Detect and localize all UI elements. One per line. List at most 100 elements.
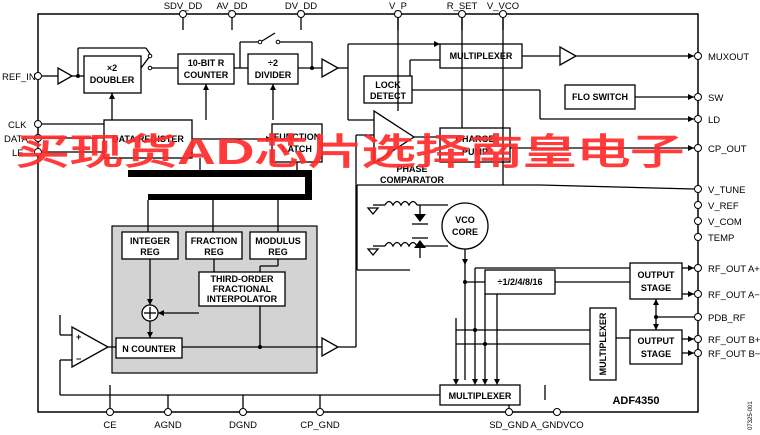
pin-temp: TEMP [708,233,734,244]
phase-comparator-label-2: COMPARATOR [380,175,444,185]
pin-muxout: MUXOUT [708,52,749,63]
pin-rfouta-minus: RF_OUT A− [708,290,760,301]
modulus-reg-label-2: REG [268,247,288,257]
part-number: ADF4350 [612,395,659,407]
vco-core-label-1: VCO [455,215,475,225]
pin-sw: SW [708,93,723,104]
fraction-reg-label-2: REG [204,247,224,257]
data-register-block [103,119,193,159]
pin-rfouta-plus: RF_OUT A+ [708,264,760,275]
watermark-text: 买现货AD芯片选择南皇电子 [16,131,684,172]
figure-code: 07325-001 [748,401,754,430]
charge-pump-label-1: CHARGE [455,134,494,144]
pin-dgnd: DGND [229,420,257,431]
divider-label-2: DIVIDER [255,70,292,80]
fraction-reg-block [185,231,243,260]
lock-detect-label-2: DETECT [370,91,407,101]
modulus-reg-block [249,231,307,260]
r-counter-label-1: 10-BIT R [188,58,225,68]
pin-dvdd: DV_DD [285,1,317,12]
output-stage-b-label-1: OUTPUT [638,336,676,346]
pin-rfoutb-minus: RF_OUT B− [708,349,760,360]
pin-refin: REF_IN [2,72,36,83]
phase-comparator [373,109,416,165]
n-counter-block [115,337,183,359]
right-pins [694,52,702,357]
output-stage-a-label-2: STAGE [641,283,671,293]
pin-vref: V_REF [708,201,739,212]
flo-switch-block [564,84,636,110]
output-stage-b-block [629,329,683,365]
amp-plus-sign: + [76,332,81,342]
pin-pdbrf: PDB_RF [708,313,746,324]
pin-rfoutb-plus: RF_OUT B+ [708,335,760,346]
muxout-buffer [559,45,578,67]
multiplexer-top-block [439,43,523,69]
amp-minus-sign: − [76,354,81,364]
data-register-label: DATA REGISTER [112,134,184,144]
pin-sdvdd: SDV_DD [164,1,203,12]
pin-ld: LD [708,115,720,126]
bottom-pins [106,408,561,416]
pin-clk: CLK [8,120,27,131]
divider-label-1: ÷2 [268,58,278,68]
interpolator-label-1: THIRD-ORDER [211,274,274,284]
modulus-reg-label-1: MODULUS [255,236,301,246]
ref-out-buffer [321,57,340,79]
multiplexer-vertical-block [589,307,617,381]
pin-avdd: AV_DD [217,1,248,12]
pin-le: LE [12,148,24,159]
integer-reg-label-2: REG [140,247,160,257]
interpolator-label-2: FRACTIONAL [213,284,272,294]
divider-block [247,53,299,85]
pin-agndvco: A_GNDVCO [530,420,583,431]
doubler-label-2: DOUBLER [90,75,135,85]
multiplexer-bottom-label: MULTIPLEXER [449,391,512,401]
pin-cpout: CP_OUT [708,144,747,155]
n-counter-out-buffer [321,336,340,358]
charge-pump-label-2: PUMP [462,147,488,157]
interpolator-block [198,271,286,307]
pin-cpgnd: CP_GND [300,420,340,431]
function-latch-label-1: FUNCTION [274,132,321,142]
pin-ce: CE [103,420,116,431]
integer-reg-label-1: INTEGER [130,236,171,246]
pin-agnd: AGND [154,420,182,431]
charge-pump-block [439,127,511,163]
pin-vcom: V_COM [708,217,742,228]
output-stage-b-label-2: STAGE [641,349,671,359]
output-divider-label: ÷1/2/4/8/16 [498,277,543,287]
r-counter-block [177,53,235,85]
pin-data: DATA [4,134,29,145]
r-counter-label-2: COUNTER [184,70,229,80]
left-pins [34,72,42,156]
output-stage-a-block [629,262,683,300]
output-divider-block [484,269,556,295]
pin-vp: V_P [389,1,407,12]
interpolator-label-3: INTERPOLATOR [207,294,278,304]
lock-detect-block [363,75,413,104]
fraction-reg-label-1: FRACTION [191,236,238,246]
integer-reg-block [121,231,179,260]
pin-vtune: V_TUNE [708,185,745,196]
lock-detect-label-1: LOCK [375,80,401,90]
data-bus [128,170,312,177]
output-stage-a-label-1: OUTPUT [638,270,676,280]
vco-core-block [441,202,489,250]
pin-rset: R_SET [447,1,478,12]
pin-vvco: V_VCO [487,1,519,12]
multiplexer-top-label: MULTIPLEXER [450,51,513,61]
doubler-block [83,55,142,94]
vco-core-label-2: CORE [452,227,478,237]
multiplexer-vertical-label: MULTIPLEXER [598,312,608,375]
pin-sdgnd: SD_GND [489,420,529,431]
phase-comparator-label-1: PHASE [396,164,427,174]
doubler-label-1: ×2 [107,63,117,73]
feedback-amplifier [71,325,110,369]
ref-buffer [57,66,74,86]
n-counter-label: N COUNTER [122,344,176,354]
flo-switch-label: FLO SWITCH [572,92,628,102]
chip-outline [37,13,699,413]
function-latch-label-2: LATCH [282,144,312,154]
